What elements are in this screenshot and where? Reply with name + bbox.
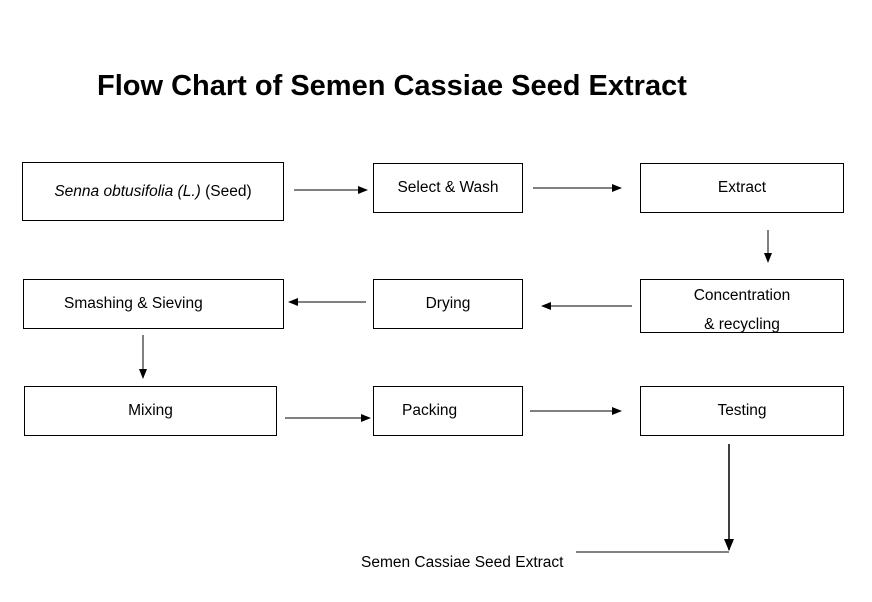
node-extract: Extract — [640, 163, 844, 213]
node-concentration: Concentration & recycling — [640, 279, 844, 333]
node-source-species: Senna obtusifolia (L.) — [54, 182, 201, 200]
node-testing: Testing — [640, 386, 844, 436]
node-packing: Packing — [373, 386, 523, 436]
final-product-label: Semen Cassiae Seed Extract — [361, 554, 564, 571]
node-mixing: Mixing — [24, 386, 277, 436]
node-smashing-sieving: Smashing & Sieving — [23, 279, 284, 329]
node-source-part: (Seed) — [200, 182, 252, 200]
chart-title: Flow Chart of Semen Cassiae Seed Extract — [97, 70, 687, 102]
node-concentration-line2: & recycling — [704, 316, 780, 333]
node-concentration-line1: Concentration — [693, 287, 791, 304]
node-select-wash: Select & Wash — [373, 163, 523, 213]
node-drying: Drying — [373, 279, 523, 329]
node-source: Senna obtusifolia (L.) (Seed) — [22, 162, 284, 221]
